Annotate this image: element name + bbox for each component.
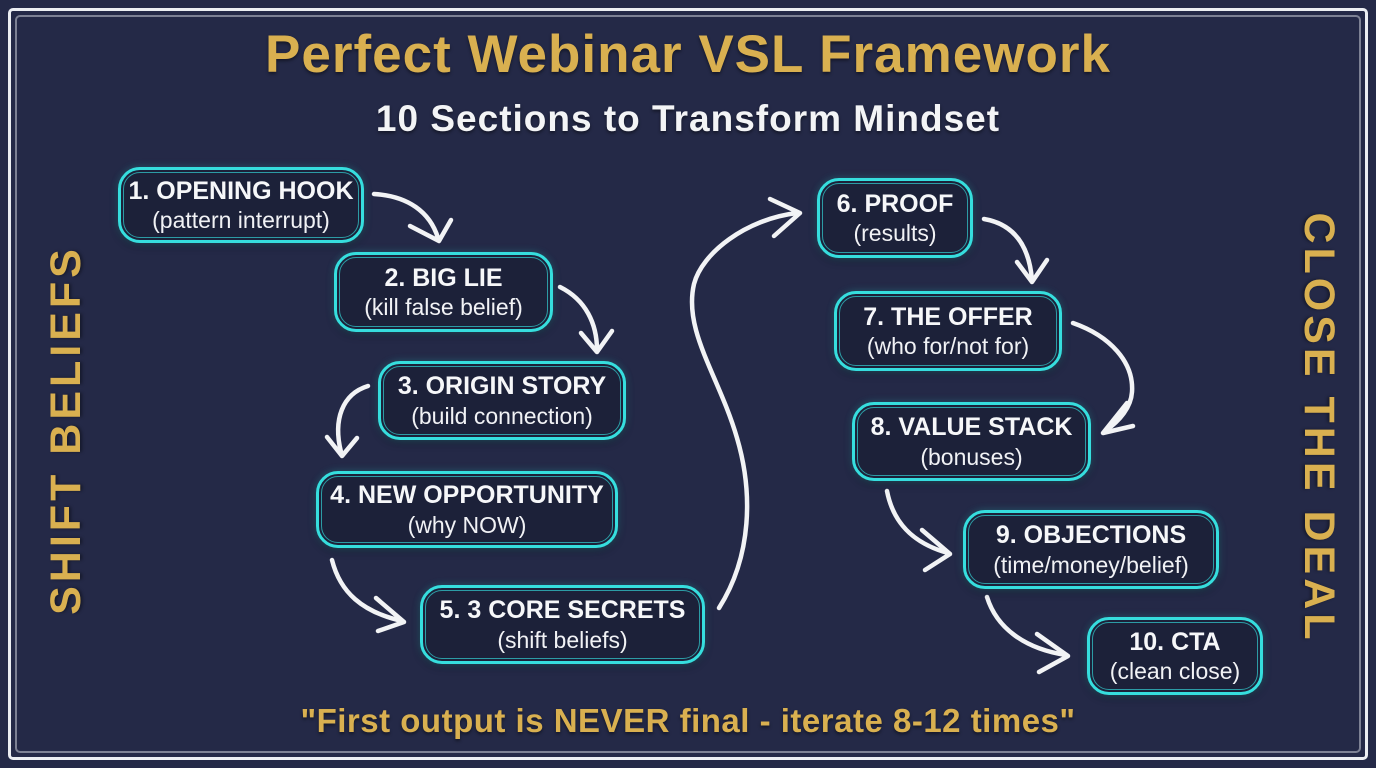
- page-subtitle: 10 Sections to Transform Mindset: [375, 98, 1001, 139]
- step-box-4-new-opportunity: 4. NEW OPPORTUNITY (why NOW): [316, 471, 618, 548]
- page-title: Perfect Webinar VSL Framework: [265, 25, 1111, 84]
- step-title: 3. ORIGIN STORY: [397, 372, 607, 401]
- step-box-6-proof: 6. PROOF (results): [817, 178, 973, 258]
- step-subtitle: (pattern interrupt): [152, 207, 330, 234]
- arrow-3-to-4: [324, 383, 371, 459]
- arrow-6-to-7: [981, 216, 1050, 285]
- step-title: 2. BIG LIE: [384, 263, 503, 292]
- arrow-8-to-9: [884, 488, 953, 573]
- step-subtitle: (clean close): [1109, 658, 1241, 685]
- step-subtitle: (build connection): [411, 402, 593, 429]
- arrow-5-to-6-s-curve: [689, 196, 803, 611]
- step-box-7-the-offer: 7. THE OFFER (who for/not for): [834, 291, 1062, 371]
- step-title: 4. NEW OPPORTUNITY: [330, 481, 604, 510]
- step-title: 8. VALUE STACK: [870, 413, 1073, 442]
- step-title: 6. PROOF: [836, 189, 954, 218]
- step-subtitle: (shift beliefs): [497, 626, 628, 653]
- step-box-10-cta: 10. CTA (clean close): [1087, 617, 1263, 695]
- step-title: 1. OPENING HOOK: [128, 176, 354, 205]
- step-box-3-origin-story: 3. ORIGIN STORY (build connection): [378, 361, 626, 440]
- step-box-5-core-secrets: 5. 3 CORE SECRETS (shift beliefs): [420, 585, 705, 664]
- arrow-4-to-5: [329, 557, 407, 634]
- step-title: 7. THE OFFER: [863, 302, 1033, 331]
- step-subtitle: (why NOW): [407, 511, 527, 538]
- step-subtitle: (results): [853, 220, 937, 247]
- arrow-9-to-10: [984, 594, 1071, 675]
- step-subtitle: (kill false belief): [364, 294, 523, 321]
- step-title: 5. 3 CORE SECRETS: [439, 596, 686, 625]
- step-title: 10. CTA: [1129, 627, 1221, 656]
- side-label-close-the-deal: CLOSE THE DEAL: [1295, 212, 1343, 644]
- step-box-1-opening-hook: 1. OPENING HOOK (pattern interrupt): [118, 167, 364, 243]
- step-subtitle: (time/money/belief): [993, 551, 1189, 578]
- step-subtitle: (bonuses): [920, 443, 1023, 470]
- footer-quote: "First output is NEVER final - iterate 8…: [300, 702, 1076, 739]
- step-box-9-objections: 9. OBJECTIONS (time/money/belief): [963, 510, 1219, 589]
- arrow-2-to-3: [557, 284, 615, 355]
- arrow-1-to-2: [371, 191, 454, 244]
- side-label-shift-beliefs: SHIFT BELIEFS: [42, 245, 90, 615]
- step-subtitle: (who for/not for): [866, 333, 1030, 360]
- step-box-8-value-stack: 8. VALUE STACK (bonuses): [852, 402, 1091, 481]
- step-title: 9. OBJECTIONS: [995, 521, 1187, 550]
- step-box-2-big-lie: 2. BIG LIE (kill false belief): [334, 252, 553, 332]
